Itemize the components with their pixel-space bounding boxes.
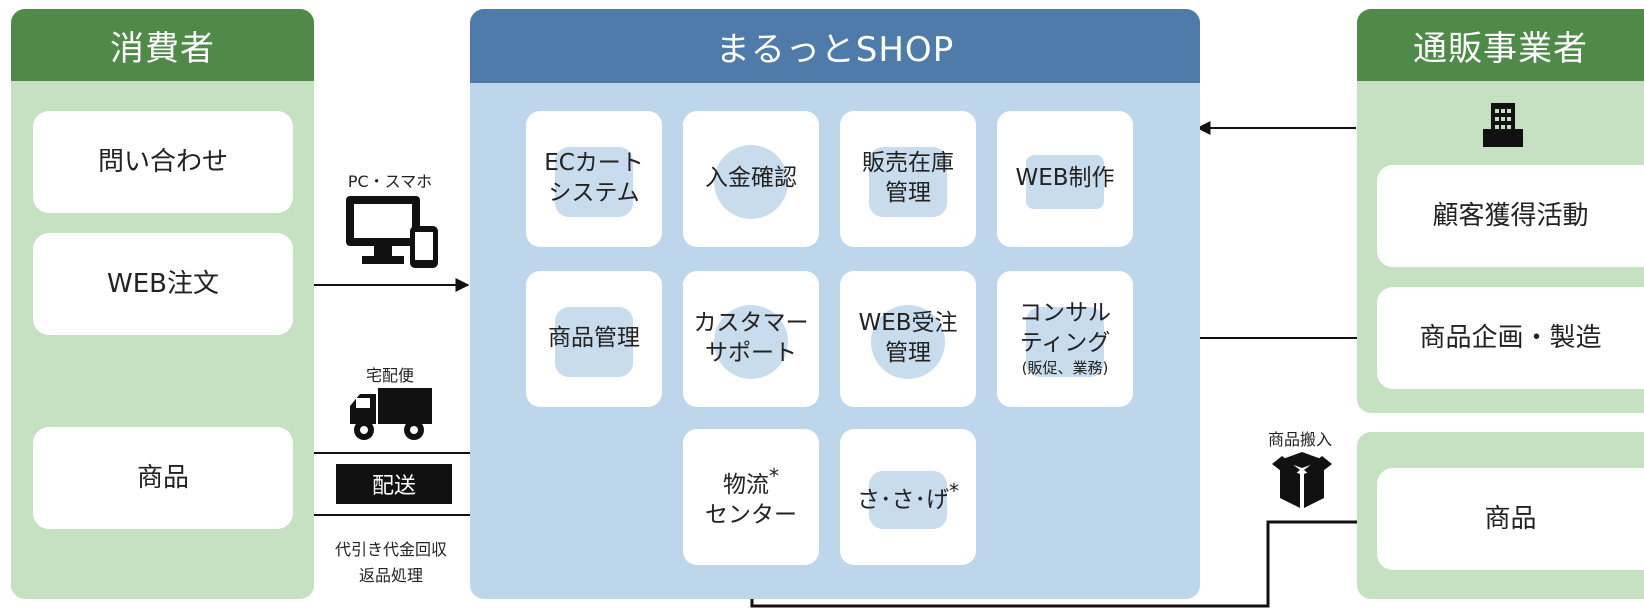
coins-icon xyxy=(714,144,788,219)
product-inbound-label: 商品搬入 xyxy=(1267,430,1332,449)
delivery-badge: 配送 xyxy=(336,464,452,504)
pc-smartphone-icon xyxy=(346,196,438,268)
web-order-management-tile: WEB受注 管理 xyxy=(840,271,976,407)
acquisition-card: 顧客獲得活動 xyxy=(1377,165,1644,267)
home-delivery-label: 宅配便 xyxy=(365,366,414,385)
consumer-title: 消費者 xyxy=(11,9,314,81)
cod-label: 代引き代金回収 xyxy=(334,540,447,559)
product-management-tile: 商品管理 xyxy=(526,271,662,407)
ec-cart-tile: ECカート システム xyxy=(526,111,662,247)
planning-card: 商品企画・製造 xyxy=(1377,287,1644,389)
web-production-tile: WEB制作 xyxy=(997,111,1133,247)
camera-icon xyxy=(869,470,947,529)
consumer-product-card: 商品 xyxy=(33,427,293,529)
consulting-icon xyxy=(1026,306,1104,377)
return-label: 返品処理 xyxy=(358,566,423,585)
logistics-center-tile: 物流* センター xyxy=(683,429,819,565)
monitor-icon xyxy=(1026,154,1104,209)
shirt-icon xyxy=(555,306,633,377)
box-icon xyxy=(1272,452,1332,508)
merchant-product-card: 商品 xyxy=(1377,468,1644,570)
consulting-tile: コンサル ティング (販促、業務) xyxy=(997,271,1133,407)
shop-panel: まるっとSHOP ECカート システム 入金確認 販売在庫 管理 WEB制作 商… xyxy=(470,9,1200,599)
headset-icon xyxy=(714,304,788,379)
merchant-panel: 通販事業者 顧客獲得活動 商品企画・製造 xyxy=(1357,9,1644,413)
customer-support-tile: カスタマー サポート xyxy=(683,271,819,407)
inquiry-card: 問い合わせ xyxy=(33,111,293,213)
pc-smartphone-label: PC・スマホ xyxy=(347,172,433,191)
operator-icon xyxy=(871,304,945,379)
consumer-panel: 消費者 問い合わせ WEB注文 商品 xyxy=(11,9,314,599)
inventory-tile: 販売在庫 管理 xyxy=(840,111,976,247)
building-icon xyxy=(1483,103,1523,147)
shop-title: まるっとSHOP xyxy=(470,9,1200,83)
merchant-title: 通販事業者 xyxy=(1357,9,1644,81)
payment-confirm-tile: 入金確認 xyxy=(683,111,819,247)
truck-icon xyxy=(350,388,432,440)
merchant-product-panel: 商品 xyxy=(1357,432,1644,599)
inventory-icon xyxy=(869,146,947,217)
sasage-tile: さ･さ･げ* xyxy=(840,429,976,565)
cart-icon xyxy=(555,146,633,217)
web-order-card: WEB注文 xyxy=(33,233,293,335)
